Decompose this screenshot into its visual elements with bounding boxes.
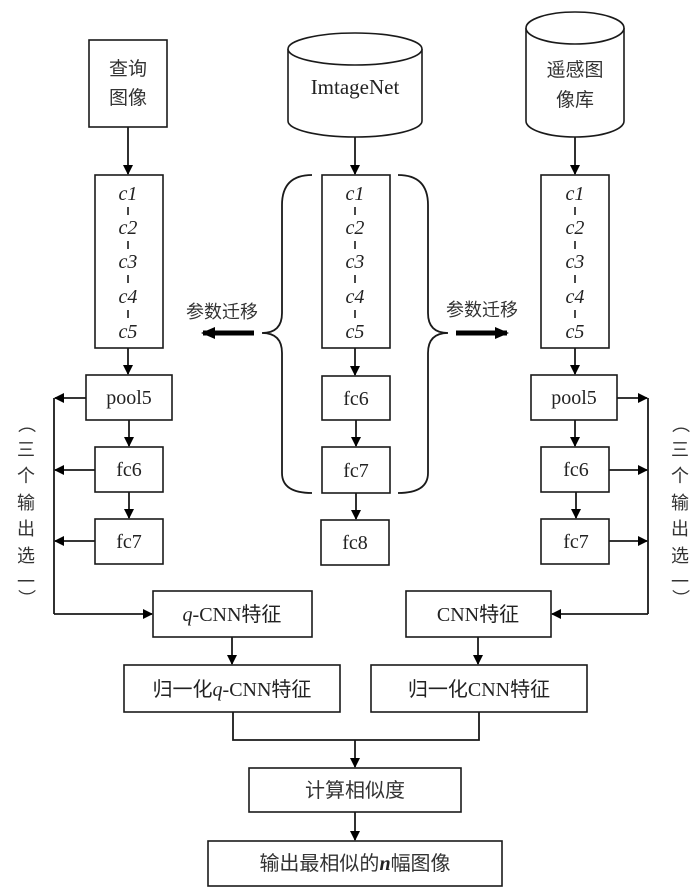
left-fc6-box[interactable] [94,446,164,493]
center-fc8-label: fc8 [342,532,368,554]
query-image-label-line2: 图像 [109,87,147,109]
right-side-label-char: （ [669,415,690,433]
remote-sensing-cylinder-top [525,11,625,45]
output-box[interactable] [207,840,503,887]
similarity-label: 计算相似度 [305,778,405,802]
left-side-label-char: 一 [17,572,35,593]
right-conv-labels: c1 c2 c3 c4 c5 [566,183,585,343]
right-side-label-char: 出 [671,519,689,540]
right-fc7-box[interactable] [540,518,610,565]
normalized-qcnn-lead: 归一化 [153,678,213,701]
right-side-label-char: 个 [671,466,689,487]
left-conv-c4: c4 [119,286,138,308]
right-transfer-brace [397,174,449,494]
right-side-label-char: ） [669,589,690,607]
right-conv-c5: c5 [566,321,585,343]
right-fc6-label: fc6 [563,459,589,481]
center-fc8-box[interactable] [320,519,390,566]
left-transfer-label: 参数迁移 [186,302,258,323]
left-conv-c1: c1 [119,183,138,205]
left-side-label-char: 出 [17,519,35,540]
left-side-label-char: （ [15,415,36,433]
right-fc7-label: fc7 [563,531,589,553]
center-conv-c5: c5 [346,321,365,343]
normalized-qcnn-text: -CNN特征 [223,678,312,701]
remote-sensing-label-line2: 像库 [556,89,594,111]
imagenet-label: ImtageNet [311,75,400,99]
right-conv-block[interactable] [540,174,610,349]
right-side-label-char: 选 [671,546,689,567]
remote-sensing-db-cylinder[interactable] [525,11,625,138]
qcnn-feature-label: q-CNN特征 [183,603,282,626]
right-conv-c1: c1 [566,183,585,205]
center-conv-c1: c1 [346,183,365,205]
right-side-label-char: 输 [671,493,689,514]
left-side-label: （ 三 个 输 出 选 一 ） [15,415,36,607]
remote-sensing-label-line1: 遥感图 [546,59,603,81]
merge-connector [232,712,480,741]
cnn-feature-label: CNN特征 [437,603,519,626]
center-fc7-box[interactable] [321,446,391,494]
left-branch: 查询 图像 c1 c2 c3 c4 c5 pool5 fc6 fc7 [15,39,341,713]
center-fc7-label: fc7 [343,460,369,482]
normalized-cnn-label: 归一化CNN特征 [408,678,550,701]
imagenet-cylinder[interactable] [287,32,423,138]
query-image-label-line1: 查询 [109,58,147,80]
right-side-label-char: 三 [671,440,689,461]
center-fc6-box[interactable] [321,375,391,421]
output-label: 输出最相似的n幅图像 [259,851,450,875]
normalized-qcnn-box[interactable] [123,664,341,713]
left-conv-labels: c1 c2 c3 c4 c5 [119,183,138,343]
center-conv-c3: c3 [346,251,365,273]
center-conv-labels: c1 c2 c3 c4 c5 [346,183,365,343]
output-var: n [379,853,390,875]
right-conv-c3: c3 [566,251,585,273]
right-pool5-label: pool5 [551,387,597,409]
right-conv-c2: c2 [566,217,585,239]
left-fc6-label: fc6 [116,459,142,481]
center-conv-block[interactable] [321,174,391,349]
left-side-label-char: 个 [17,466,35,487]
left-side-label-char: ） [15,589,36,607]
left-conv-c3: c3 [119,251,138,273]
left-transfer-brace [261,174,313,494]
left-side-label-char: 输 [17,493,35,514]
center-conv-c4: c4 [346,286,365,308]
imagenet-cylinder-top [287,32,423,66]
right-side-label: （ 三 个 输 出 选 一 ） [669,415,690,607]
right-branch: 遥感图 像库 c1 c2 c3 c4 c5 pool5 fc6 fc7 [370,11,690,713]
center-branch: ImtageNet c1 c2 c3 c4 c5 fc6 fc7 fc8 [261,32,449,566]
left-fc7-label: fc7 [116,531,142,553]
right-side-label-char: 一 [671,572,689,593]
left-pool5-label: pool5 [106,387,152,409]
qcnn-feature-text: -CNN特征 [193,603,282,626]
center-fc6-label: fc6 [343,388,369,410]
left-transfer: 参数迁移 [186,302,258,339]
output-tail: 幅图像 [391,851,451,875]
center-conv-c2: c2 [346,217,365,239]
remote-sensing-cylinder-body [525,28,625,138]
right-transfer-label: 参数迁移 [446,300,518,321]
normalized-qcnn-var: q [213,679,223,701]
left-side-label-char: 选 [17,546,35,567]
left-conv-c2: c2 [119,217,138,239]
output-lead: 输出最相似的 [259,851,379,875]
qcnn-feature-var: q [183,604,193,626]
merge: 计算相似度 输出最相似的n幅图像 [207,712,503,887]
right-transfer: 参数迁移 [446,300,518,339]
normalized-qcnn-label: 归一化q-CNN特征 [153,678,312,701]
left-conv-block[interactable] [94,174,164,349]
query-image-box[interactable] [88,39,168,128]
left-side-label-char: 三 [17,440,35,461]
left-fc7-box[interactable] [94,518,164,565]
imagenet-cylinder-body [287,49,423,138]
right-conv-c4: c4 [566,286,585,308]
left-conv-c5: c5 [119,321,138,343]
